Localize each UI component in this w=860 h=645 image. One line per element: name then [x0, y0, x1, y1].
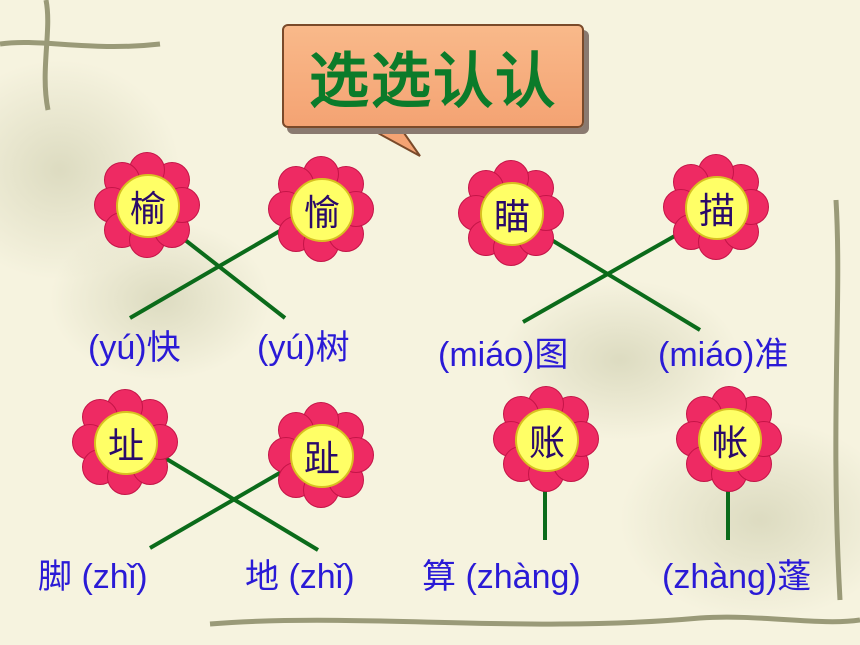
match-line — [128, 226, 287, 320]
flower-char: 账 — [515, 408, 579, 472]
answer-label[interactable]: (miáo)准 — [658, 335, 789, 375]
flower-char: 瞄 — [480, 182, 544, 246]
answer-label[interactable]: (yú)快 — [88, 328, 181, 368]
flower-char: 描 — [685, 176, 749, 240]
flower-7[interactable]: 账 — [493, 386, 599, 492]
answer-label[interactable]: 地 (zhǐ) — [245, 557, 355, 597]
flower-6[interactable]: 趾 — [268, 402, 374, 508]
match-line — [178, 234, 287, 320]
flower-char: 趾 — [290, 424, 354, 488]
page-title: 选选认认 — [309, 46, 557, 117]
flower-char: 榆 — [116, 174, 180, 238]
flower-char: 愉 — [290, 178, 354, 242]
flower-2[interactable]: 愉 — [268, 156, 374, 262]
flower-5[interactable]: 址 — [72, 389, 178, 495]
flower-3[interactable]: 瞄 — [458, 160, 564, 266]
flower-1[interactable]: 榆 — [94, 152, 200, 258]
flower-char: 帐 — [698, 408, 762, 472]
match-line — [543, 234, 702, 332]
flower-4[interactable]: 描 — [663, 154, 769, 260]
answer-label[interactable]: 脚 (zhǐ) — [38, 557, 148, 597]
answer-label[interactable]: (yú)树 — [257, 328, 350, 368]
title-box: 选选认认 — [282, 24, 584, 128]
match-line — [163, 456, 320, 552]
match-line — [522, 231, 681, 324]
answer-label[interactable]: (miáo)图 — [438, 335, 569, 375]
answer-label[interactable]: 算 (zhàng) — [422, 557, 581, 597]
match-line — [148, 465, 292, 550]
answer-label[interactable]: (zhàng)蓬 — [662, 557, 812, 597]
flower-char: 址 — [94, 411, 158, 475]
flower-8[interactable]: 帐 — [676, 386, 782, 492]
